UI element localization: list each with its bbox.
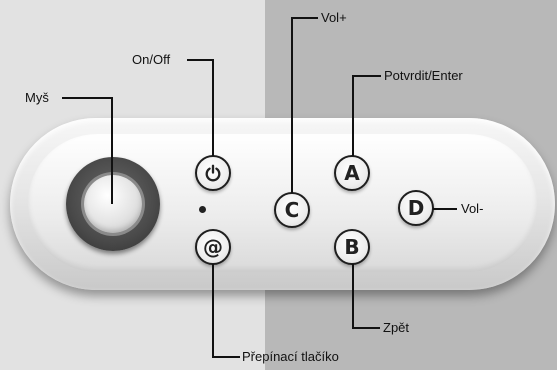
- switch-button[interactable]: @: [195, 229, 231, 265]
- power-icon: [205, 164, 221, 182]
- vol-minus-leader-h: [433, 208, 457, 210]
- back-leader-v: [352, 264, 354, 328]
- back-label: Zpět: [383, 320, 410, 335]
- confirm-leader-h: [352, 75, 381, 77]
- on-off-leader-v: [212, 59, 214, 156]
- c-button[interactable]: C: [274, 192, 310, 228]
- power-button[interactable]: [195, 155, 231, 191]
- switch-leader-v: [212, 264, 214, 358]
- vol-minus-label: Vol-: [461, 201, 484, 216]
- mouse-leader-v: [111, 97, 113, 204]
- switch-button-label: Přepínací tlačíko: [242, 349, 339, 364]
- confirm-leader-v: [352, 75, 354, 156]
- joystick-icon[interactable]: [84, 175, 142, 233]
- led-indicator: [199, 206, 206, 213]
- b-button[interactable]: B: [334, 229, 370, 265]
- vol-plus-leader-v: [291, 17, 293, 193]
- a-button[interactable]: A: [334, 155, 370, 191]
- vol-plus-leader-h: [291, 17, 318, 19]
- switch-leader-h: [212, 356, 240, 358]
- vol-plus-label: Vol+: [321, 10, 347, 25]
- confirm-enter-label: Potvrdit/Enter: [384, 68, 463, 83]
- back-leader-h: [352, 327, 380, 329]
- on-off-label: On/Off: [132, 52, 171, 67]
- on-off-leader-h: [187, 59, 214, 61]
- mouse-label: Myš: [25, 90, 49, 105]
- mouse-leader-h: [62, 97, 112, 99]
- d-button[interactable]: D: [398, 190, 434, 226]
